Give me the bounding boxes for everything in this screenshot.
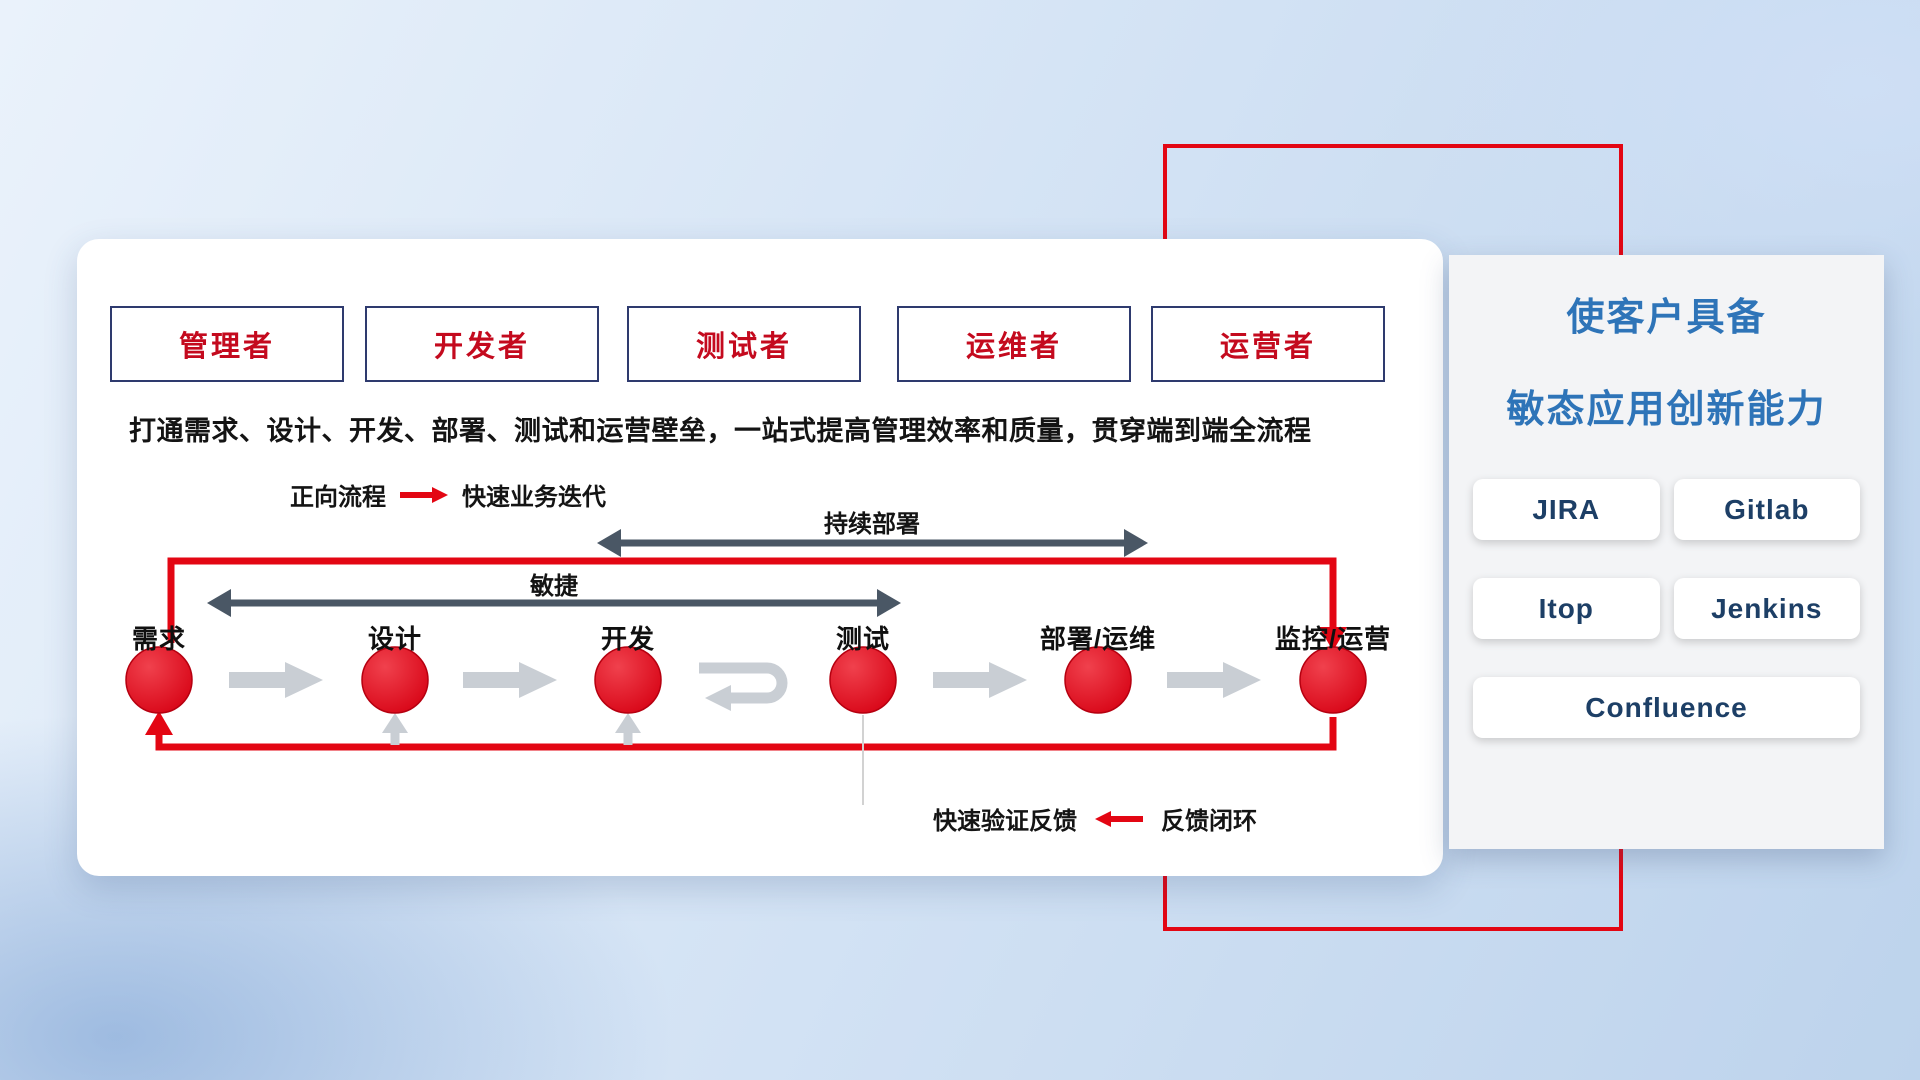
flow-diagram xyxy=(125,529,1367,805)
circle-testing xyxy=(829,646,897,714)
panel-title-line1: 使客户具备 xyxy=(1566,297,1767,339)
circle-development xyxy=(594,646,662,714)
step-arrow-2 xyxy=(463,662,557,698)
stage-label-requirements: 需求 xyxy=(131,624,186,654)
circle-requirements xyxy=(125,646,193,714)
legend-feedback-value: 反馈闭环 xyxy=(1161,808,1257,835)
role-box-operations: 运维者 xyxy=(897,306,1131,382)
legend-feedback: 快速验证反馈 反馈闭环 xyxy=(933,801,1257,836)
iteration-loop-icon xyxy=(699,662,788,711)
tool-jira: JIRA xyxy=(1473,479,1660,540)
stage-label-deploy-ops: 部署/运维 xyxy=(1039,624,1157,654)
tool-gitlab: Gitlab xyxy=(1673,479,1860,540)
feedback-up-arrows xyxy=(382,713,641,745)
role-box-manager: 管理者 xyxy=(110,306,344,382)
agile-label: 敏捷 xyxy=(530,573,578,600)
stage-circles xyxy=(125,646,1367,714)
stage-step-arrows xyxy=(229,662,1261,698)
stage-label-testing: 测试 xyxy=(835,624,890,654)
legend-forward-label: 正向流程 xyxy=(290,484,386,511)
role-box-operator: 运营者 xyxy=(1151,306,1385,382)
role-box-tester: 测试者 xyxy=(627,306,861,382)
stage-label-design: 设计 xyxy=(367,624,422,654)
continuous-deploy-label: 持续部署 xyxy=(824,511,920,538)
forward-arrow-icon xyxy=(400,486,448,503)
legend-forward: 正向流程 快速业务迭代 xyxy=(290,477,606,512)
forward-loop-arrow xyxy=(167,557,1347,651)
agile-span-arrow xyxy=(207,589,901,617)
panel-title-line2: 敏态应用创新能力 xyxy=(1506,389,1827,431)
step-arrow-1 xyxy=(229,662,323,698)
feedback-loop-arrow xyxy=(145,711,1337,751)
capability-panel: 使客户具备 敏态应用创新能力 JIRA Gitlab Itop Jenkins … xyxy=(1449,255,1884,849)
legend-forward-value: 快速业务迭代 xyxy=(462,484,606,511)
description-text: 打通需求、设计、开发、部署、测试和运营壁垒，一站式提高管理效率和质量，贯穿端到端… xyxy=(129,416,1312,446)
devops-flow-card: 管理者 开发者 测试者 运维者 运营者 打通需求、设计、开发、部署、测试和运营壁… xyxy=(77,239,1443,876)
tool-jenkins: Jenkins xyxy=(1673,578,1860,639)
continuous-deploy-span-arrow xyxy=(597,529,1148,557)
circle-monitor-operations xyxy=(1299,646,1367,714)
stage-label-development: 开发 xyxy=(600,624,655,654)
stage-label-monitor-operations: 监控/运营 xyxy=(1274,624,1392,654)
step-arrow-5 xyxy=(1167,662,1261,698)
tool-confluence: Confluence xyxy=(1473,677,1860,738)
step-arrow-4 xyxy=(933,662,1027,698)
legend-feedback-label: 快速验证反馈 xyxy=(933,808,1077,835)
circle-deploy-ops xyxy=(1064,646,1132,714)
tools-grid: JIRA Gitlab Itop Jenkins Confluence xyxy=(1449,479,1884,738)
feedback-arrow-icon xyxy=(1095,810,1143,827)
role-box-developer: 开发者 xyxy=(365,306,599,382)
circle-design xyxy=(361,646,429,714)
tool-itop: Itop xyxy=(1473,578,1660,639)
